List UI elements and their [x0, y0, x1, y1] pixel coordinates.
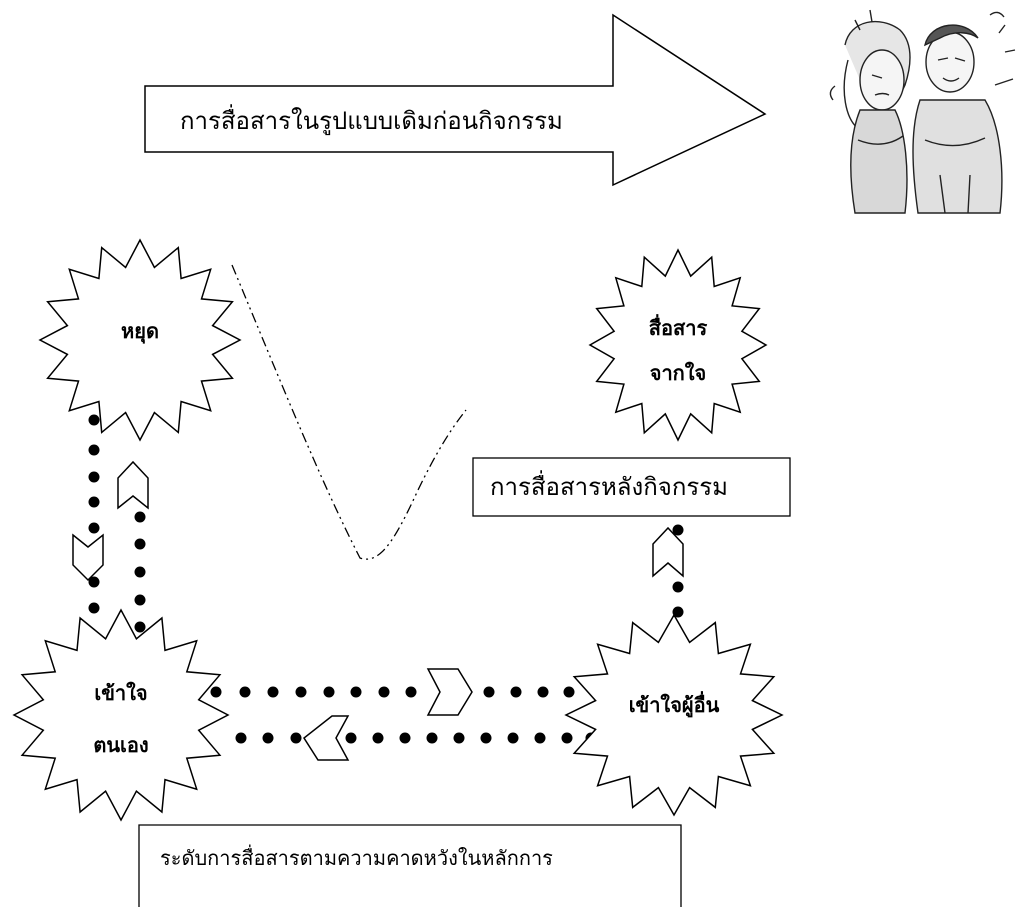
connector-dot	[239, 686, 251, 698]
star-self-line2: ตนเอง	[93, 733, 148, 757]
connector-dot	[350, 686, 362, 698]
star-self: เข้าใจ ตนเอง	[12, 608, 230, 822]
connector-dot	[134, 621, 146, 633]
connector-dot	[453, 732, 465, 744]
connector-dot	[399, 732, 411, 744]
connector-dot	[88, 471, 100, 483]
connector-dot	[88, 522, 100, 534]
star-others-label: เข้าใจผู้อื่น	[629, 690, 720, 719]
connector-dot	[134, 511, 146, 523]
chevron-markers	[72, 460, 684, 761]
connector-dot	[134, 594, 146, 606]
chevron-left-icon	[303, 715, 350, 761]
star-communicate-line2: จากใจ	[650, 361, 707, 385]
expected-level-label: ระดับการสื่อสารตามความคาดหวังในหลักการ	[160, 844, 553, 870]
connector-dot	[426, 732, 438, 744]
star-stop: หยุด	[38, 238, 242, 442]
connector-dot	[134, 566, 146, 578]
star-others: เข้าใจผู้อื่น	[564, 613, 784, 817]
connector-dot	[262, 732, 274, 744]
connector-dot	[88, 576, 100, 588]
chevron-down-icon	[72, 533, 104, 582]
chevron-up-icon	[117, 460, 149, 510]
connector-dot	[88, 602, 100, 614]
connector-dot	[267, 686, 279, 698]
star-stop-label: หยุด	[121, 319, 159, 344]
connector-dot	[563, 686, 575, 698]
connector-dot	[672, 581, 684, 593]
connector-dot	[507, 732, 519, 744]
connector-dot	[88, 496, 100, 508]
connector-dot	[537, 686, 549, 698]
connector-dot	[561, 732, 573, 744]
connector-dot	[290, 732, 302, 744]
star-communicate: สื่อสาร จากใจ	[588, 248, 768, 442]
expected-level-box: ระดับการสื่อสารตามความคาดหวังในหลักการ	[138, 824, 682, 907]
connector-dot	[672, 524, 684, 536]
connector-dot	[534, 732, 546, 744]
before-activity-label: การสื่อสารในรูปแบบเดิมก่อนกิจกรรม	[180, 104, 563, 136]
connector-dot	[210, 686, 222, 698]
chevron-up-icon	[652, 526, 684, 578]
connector-dot	[405, 686, 417, 698]
connector-dot	[345, 732, 357, 744]
connector-dot	[88, 414, 100, 426]
star-self-line1: เข้าใจ	[94, 681, 147, 705]
dip-curve	[231, 264, 467, 560]
after-activity-label: การสื่อสารหลังกิจกรรม	[490, 470, 728, 501]
connector-dot	[510, 686, 522, 698]
connector-dot	[372, 732, 384, 744]
connector-dot	[134, 538, 146, 550]
connector-dot	[672, 606, 684, 618]
connector-dot	[483, 686, 495, 698]
after-activity-box: การสื่อสารหลังกิจกรรม	[472, 457, 791, 517]
chevron-right-icon	[426, 668, 473, 716]
dotted-connectors	[88, 414, 684, 744]
connector-dot	[378, 686, 390, 698]
arguing-couple-illustration	[829, 9, 1016, 214]
connector-dot	[323, 686, 335, 698]
connector-dot	[235, 732, 247, 744]
connector-dot	[88, 444, 100, 456]
connector-dot	[295, 686, 307, 698]
connector-dot	[480, 732, 492, 744]
star-communicate-line1: สื่อสาร	[649, 313, 708, 340]
before-activity-arrow: การสื่อสารในรูปแบบเดิมก่อนกิจกรรม	[144, 13, 767, 187]
